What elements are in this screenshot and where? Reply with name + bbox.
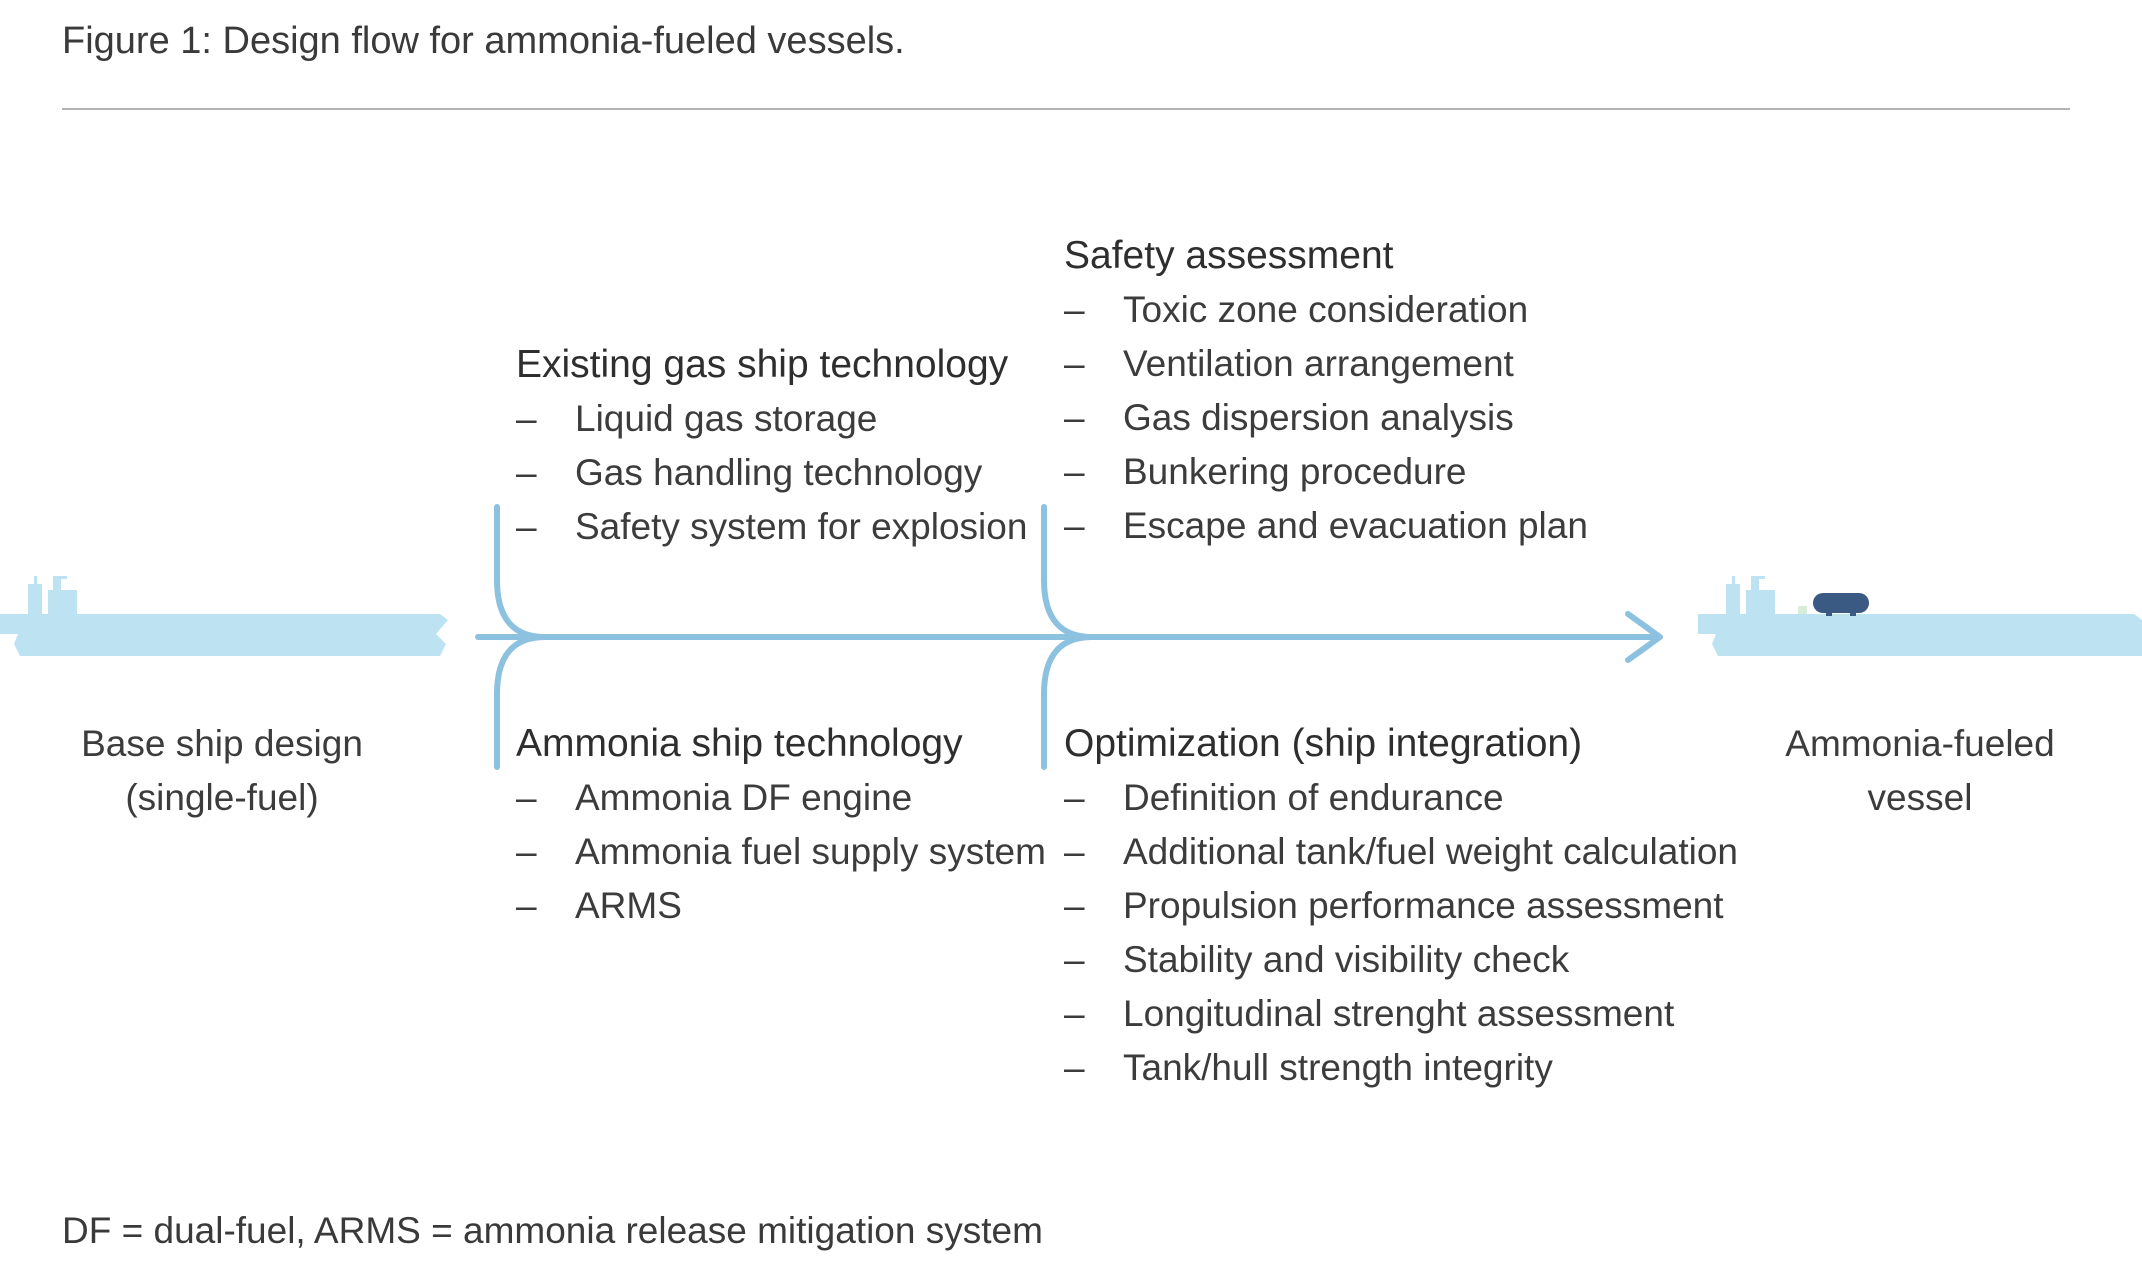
end-label-line2: vessel	[1867, 777, 1973, 818]
bullet-dash: –	[1064, 505, 1085, 546]
bullet-dash: –	[1064, 939, 1085, 980]
bullet-dash: –	[516, 506, 537, 547]
block-list: –Ammonia DF engine –Ammonia fuel supply …	[516, 771, 1046, 933]
bullet-dash: –	[516, 777, 537, 818]
list-item: –Liquid gas storage	[516, 392, 1027, 446]
list-item: –Propulsion performance assessment	[1064, 879, 1738, 933]
list-item: –Toxic zone consideration	[1064, 283, 1588, 337]
flow-arrow	[475, 611, 1663, 663]
figure-caption: Figure 1: Design flow for ammonia-fueled…	[62, 20, 905, 62]
bullet-dash: –	[516, 398, 537, 439]
bullet-dash: –	[516, 452, 537, 493]
ammonia-ship-icon	[1698, 576, 2142, 656]
bullet-dash: –	[516, 831, 537, 872]
list-item: –Gas dispersion analysis	[1064, 391, 1588, 445]
list-item: –Gas handling technology	[516, 446, 1027, 500]
list-item: –Ammonia fuel supply system	[516, 825, 1046, 879]
bullet-dash: –	[1064, 993, 1085, 1034]
list-item: –Escape and evacuation plan	[1064, 499, 1588, 553]
bullet-dash: –	[1064, 451, 1085, 492]
block-list: –Toxic zone consideration –Ventilation a…	[1064, 283, 1588, 553]
list-item: –Tank/hull strength integrity	[1064, 1041, 1738, 1095]
end-label: Ammonia-fueled vessel	[1720, 717, 2120, 825]
base-ship-icon	[0, 576, 448, 656]
list-item: –Bunkering procedure	[1064, 445, 1588, 499]
bullet-dash: –	[516, 885, 537, 926]
list-item: –Additional tank/fuel weight calculation	[1064, 825, 1738, 879]
bullet-dash: –	[1064, 777, 1085, 818]
bullet-dash: –	[1064, 831, 1085, 872]
block-title: Ammonia ship technology	[516, 722, 963, 765]
ammonia-tank-icon	[1813, 593, 1869, 613]
bullet-dash: –	[1064, 397, 1085, 438]
optimization-ship-integration: Optimization (ship integration) –Definit…	[1064, 717, 1738, 1095]
caption-divider	[62, 108, 2070, 110]
bullet-dash: –	[1064, 289, 1085, 330]
bullet-dash: –	[1064, 1047, 1085, 1088]
list-item: –ARMS	[516, 879, 1046, 933]
block-list: –Definition of endurance –Additional tan…	[1064, 771, 1738, 1095]
list-item: –Ventilation arrangement	[1064, 337, 1588, 391]
block-title: Optimization (ship integration)	[1064, 722, 1583, 765]
start-label: Base ship design (single-fuel)	[22, 717, 422, 825]
end-label-line1: Ammonia-fueled	[1785, 723, 2055, 764]
list-item: –Ammonia DF engine	[516, 771, 1046, 825]
list-item: –Stability and visibility check	[1064, 933, 1738, 987]
block-title: Existing gas ship technology	[516, 343, 1009, 386]
start-label-line2: (single-fuel)	[125, 777, 319, 818]
safety-assessment: Safety assessment –Toxic zone considerat…	[1064, 229, 1588, 553]
list-item: –Safety system for explosion	[516, 500, 1027, 554]
list-item: –Definition of endurance	[1064, 771, 1738, 825]
junction-2	[1041, 504, 1095, 770]
start-label-line1: Base ship design	[81, 723, 363, 764]
block-title: Safety assessment	[1064, 234, 1394, 277]
footnote: DF = dual-fuel, ARMS = ammonia release m…	[62, 1210, 1043, 1251]
existing-gas-ship-technology: Existing gas ship technology –Liquid gas…	[516, 338, 1027, 554]
bullet-dash: –	[1064, 343, 1085, 384]
bullet-dash: –	[1064, 885, 1085, 926]
junction-1	[494, 504, 548, 770]
block-list: –Liquid gas storage –Gas handling techno…	[516, 392, 1027, 554]
ammonia-ship-technology: Ammonia ship technology –Ammonia DF engi…	[516, 717, 1046, 933]
list-item: –Longitudinal strenght assessment	[1064, 987, 1738, 1041]
